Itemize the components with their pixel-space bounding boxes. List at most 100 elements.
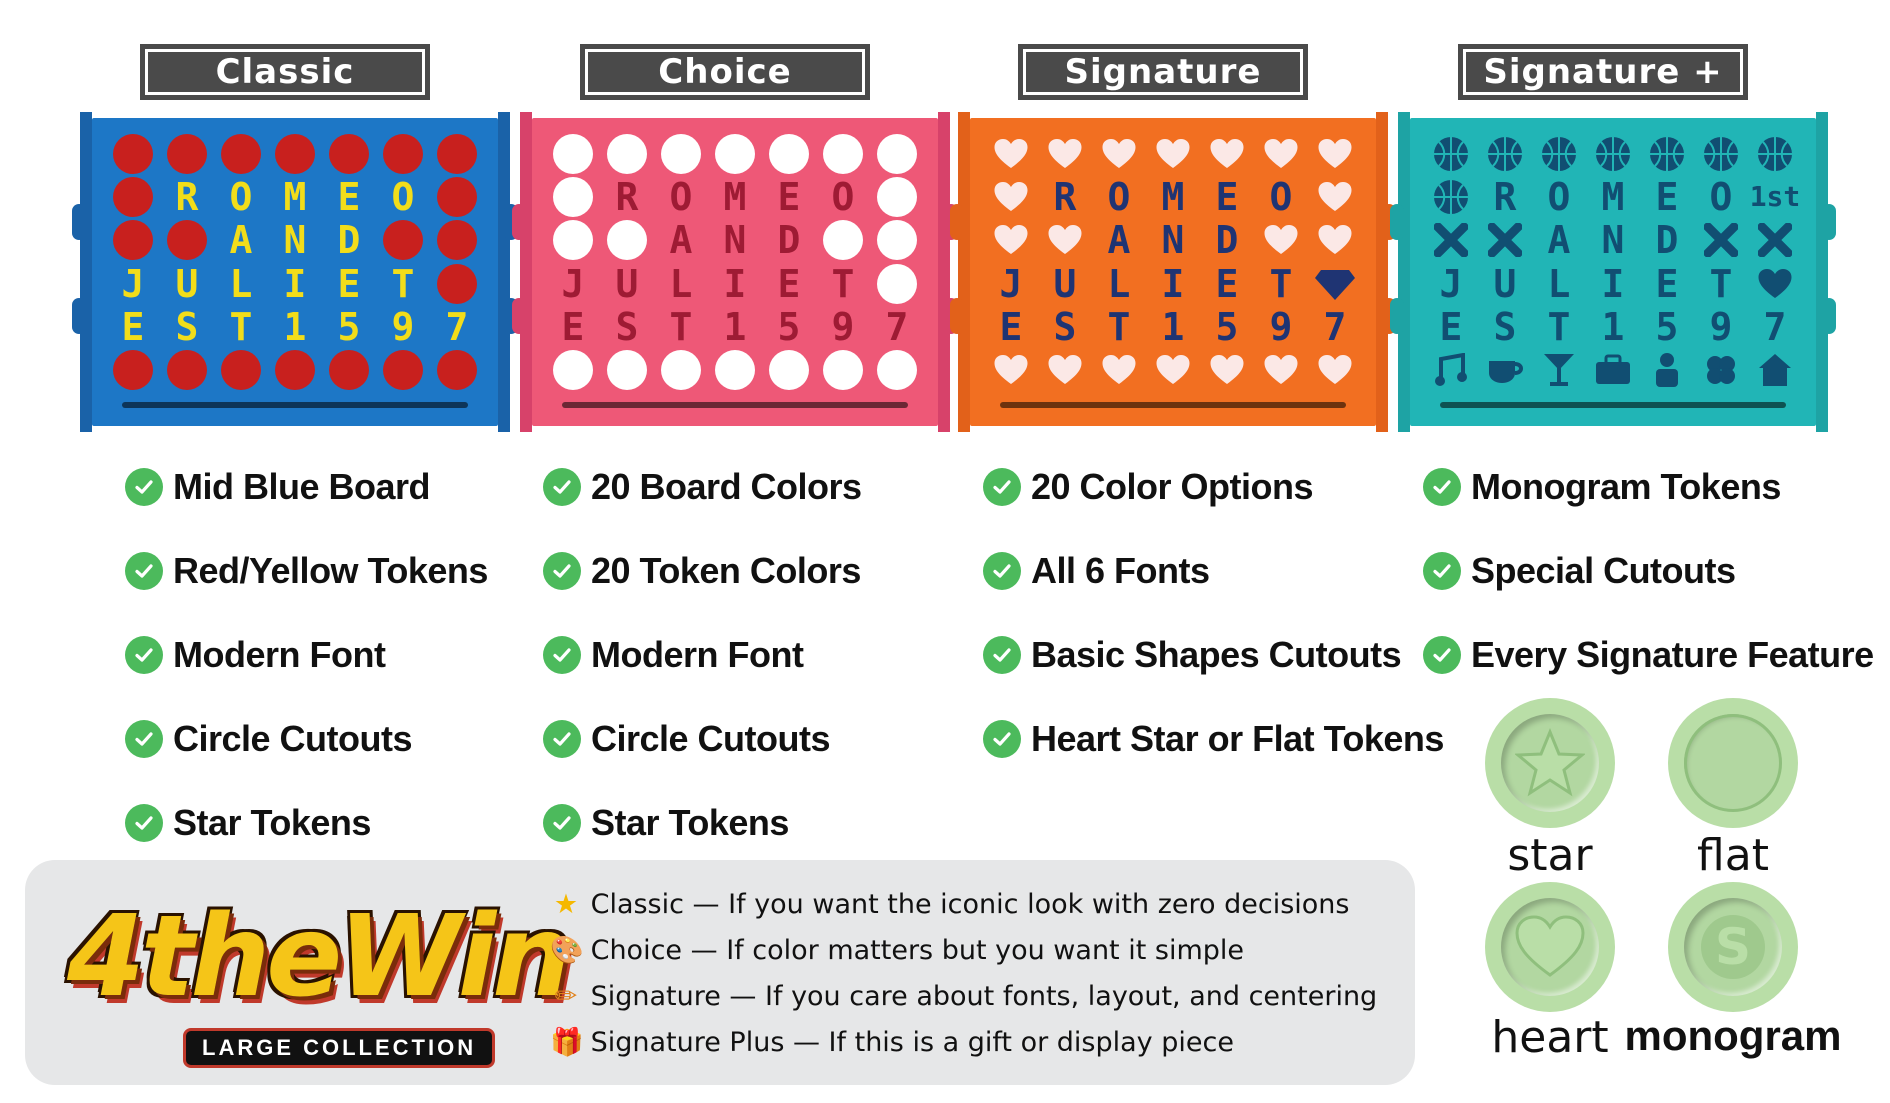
brand-logo: 4theWin LARGE COLLECTION [45, 870, 572, 1080]
feature-item: Modern Font [543, 613, 862, 697]
board-letter: T [391, 261, 415, 306]
checkmark-icon [543, 720, 581, 758]
board-letter: J [999, 261, 1023, 306]
board-knob [72, 204, 86, 240]
board-letter: N [283, 218, 307, 263]
board-slot [1694, 349, 1748, 392]
board-knob [1390, 298, 1404, 334]
board-letter: A [669, 218, 693, 263]
board-letter: S [1053, 304, 1077, 349]
board-slot [600, 349, 654, 392]
monogram-token: S [1668, 882, 1798, 1012]
heart-icon [1515, 915, 1585, 977]
feature-item: 20 Board Colors [543, 445, 862, 529]
checkmark-icon [983, 720, 1021, 758]
checkmark-icon [125, 552, 163, 590]
board-slot [430, 175, 484, 218]
board-slot [1478, 132, 1532, 175]
board-slot [1424, 175, 1478, 218]
feature-item: 20 Token Colors [543, 529, 862, 613]
board-slot [654, 132, 708, 175]
board-slot [1200, 132, 1254, 175]
feature-text: 20 Color Options [1031, 466, 1314, 507]
board-knob [950, 204, 964, 240]
token-label-heart: heart [1491, 1012, 1609, 1063]
board-letter: M [1161, 174, 1185, 219]
board-letter: O [1709, 174, 1733, 219]
board-slot [1478, 219, 1532, 262]
board-slot [106, 132, 160, 175]
board-slot [870, 262, 924, 305]
checkmark-icon [125, 468, 163, 506]
board-post [80, 112, 92, 432]
feature-text: Star Tokens [591, 802, 789, 843]
board-letter: 5 [1215, 304, 1239, 349]
board-slot [1424, 219, 1478, 262]
board-slot [1748, 349, 1802, 392]
board-slot [1092, 132, 1146, 175]
flat-token [1668, 698, 1798, 828]
board-slot [1424, 132, 1478, 175]
board-letter: 5 [777, 304, 801, 349]
board-letter: E [1439, 304, 1463, 349]
board-slot [816, 349, 870, 392]
board-slot [1586, 132, 1640, 175]
feature-item: Every Signature Feature [1423, 613, 1874, 697]
board-slot [1092, 349, 1146, 392]
guide-item-choice: 🎨 Choice — If color matters but you want… [550, 928, 1377, 974]
board-post [498, 112, 510, 432]
board-slot [1478, 349, 1532, 392]
board-letter: T [1709, 261, 1733, 306]
board-slot [870, 175, 924, 218]
gift-icon: 🎁 [550, 1027, 584, 1058]
guide-text: Classic — If you want the iconic look wi… [590, 889, 1350, 920]
board-letter: O [831, 174, 855, 219]
tier-title: Choice [580, 44, 870, 100]
checkmark-icon [1423, 552, 1461, 590]
board-letter: R [1493, 174, 1517, 219]
checkmark-icon [125, 804, 163, 842]
board-slot [984, 219, 1038, 262]
guide-text: Signature — If you care about fonts, lay… [590, 981, 1378, 1012]
board-slot [1694, 219, 1748, 262]
feature-item: Monogram Tokens [1423, 445, 1874, 529]
board-slot [1308, 349, 1362, 392]
board-slot [1532, 132, 1586, 175]
board-letter: O [1547, 174, 1571, 219]
logo-subtitle: LARGE COLLECTION [183, 1028, 496, 1068]
board-letter: 1 [1601, 304, 1625, 349]
board-slot [600, 219, 654, 262]
board-letter: D [337, 218, 361, 263]
checkmark-icon [543, 468, 581, 506]
board-letter: 1 [723, 304, 747, 349]
feature-item: Circle Cutouts [543, 697, 862, 781]
board-letter: 7 [885, 304, 909, 349]
board-slot [708, 132, 762, 175]
checkmark-icon [125, 720, 163, 758]
board-letter: E [1215, 174, 1239, 219]
checkmark-icon [1423, 468, 1461, 506]
board-letter: T [669, 304, 693, 349]
feature-item: All 6 Fonts [983, 529, 1444, 613]
feature-item: Star Tokens [543, 781, 862, 865]
board-slot [106, 219, 160, 262]
token-label-monogram: monogram [1624, 1012, 1842, 1059]
board-letter: O [229, 174, 253, 219]
board-knob [1822, 298, 1836, 334]
svg-text:S: S [1715, 918, 1751, 976]
feature-text: Basic Shapes Cutouts [1031, 634, 1402, 675]
board-letter: E [561, 304, 585, 349]
board-letter: A [1547, 218, 1571, 263]
board-letter: E [1655, 174, 1679, 219]
feature-item: Star Tokens [125, 781, 488, 865]
board-letter: M [1601, 174, 1625, 219]
board-slot [546, 219, 600, 262]
checkmark-icon [1423, 636, 1461, 674]
feature-text: Circle Cutouts [591, 718, 831, 759]
board-slot [1694, 132, 1748, 175]
